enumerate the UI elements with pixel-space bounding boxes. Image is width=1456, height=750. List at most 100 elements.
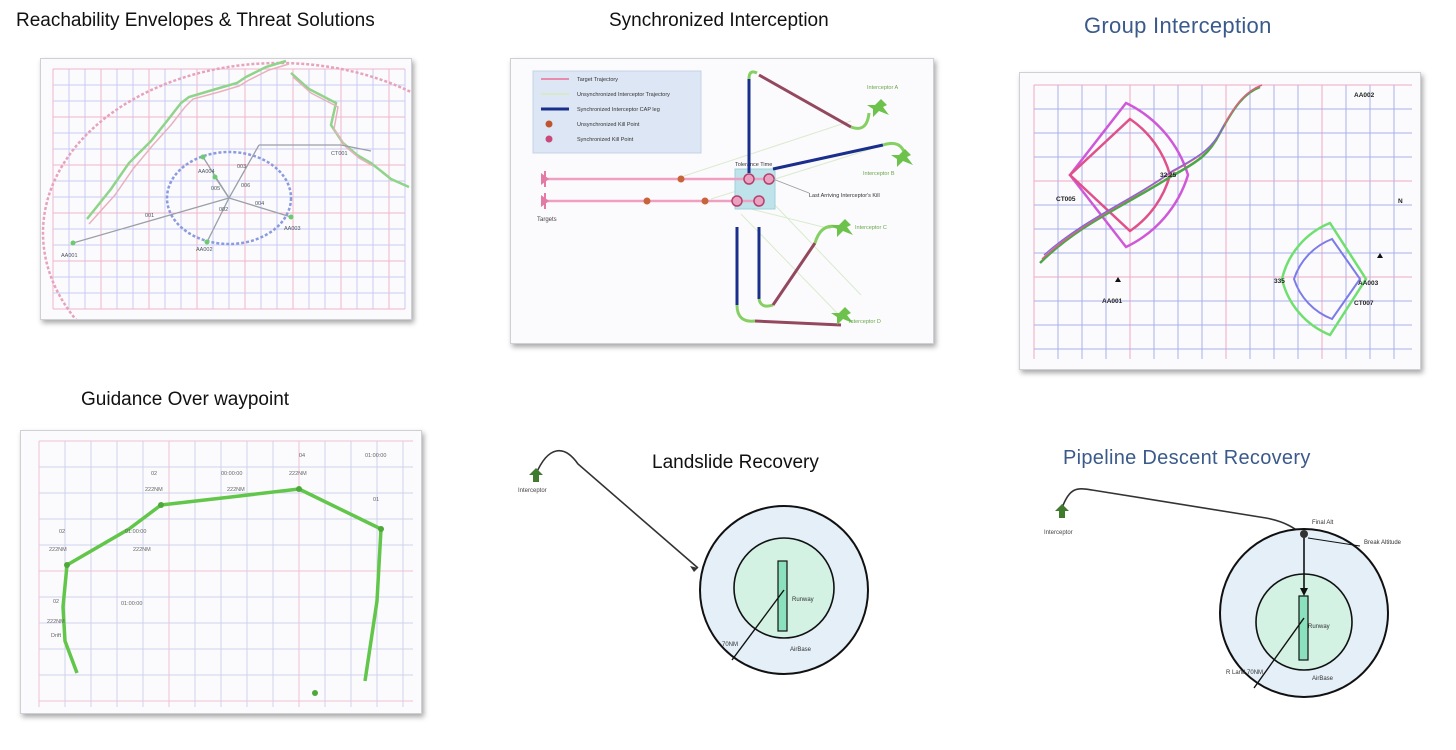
pipeline-interceptor-icon bbox=[1055, 504, 1069, 518]
group-label-aa002: AA002 bbox=[1354, 92, 1375, 99]
reach-panel: AA001 AA002 CT001 AA003 AA004 003 001 00… bbox=[40, 58, 412, 320]
landslide-arrow bbox=[690, 566, 698, 572]
group-grid bbox=[1033, 84, 1412, 359]
sync-legend bbox=[532, 70, 702, 154]
interceptor-c-label: Interceptor C bbox=[855, 225, 887, 231]
reach-label: 006 bbox=[241, 183, 250, 189]
waypoint-label: 222NM bbox=[133, 547, 151, 553]
pipeline-runway-label: Runway bbox=[1308, 624, 1330, 630]
runway bbox=[777, 560, 788, 632]
group-label-335: 335 bbox=[1274, 278, 1285, 285]
group-track-2 bbox=[1041, 84, 1263, 260]
group-label-ct007: CT007 bbox=[1354, 300, 1374, 307]
reach-points bbox=[70, 154, 294, 246]
legend-swatch bbox=[545, 135, 553, 143]
reach-label: AA001 bbox=[61, 253, 78, 259]
unsync-kill-points bbox=[643, 175, 709, 205]
reach-grid bbox=[52, 68, 406, 310]
guidance-title: Guidance Over waypoint bbox=[81, 389, 290, 410]
reach-label: AA002 bbox=[196, 247, 213, 253]
landslide-title: Landslide Recovery bbox=[652, 452, 819, 473]
reach-label: AA003 bbox=[284, 226, 301, 232]
reach-label: 002 bbox=[219, 207, 228, 213]
reach-label: 005 bbox=[211, 186, 220, 192]
pipeline-radius-label: R Land 70NM bbox=[1226, 670, 1263, 676]
pipeline-radius-line bbox=[1253, 617, 1305, 689]
group-label-aa003: AA003 bbox=[1358, 280, 1379, 287]
break-alt-pointer bbox=[1307, 537, 1361, 547]
waypoint-label: 222NM bbox=[227, 487, 245, 493]
pipeline-airbase-label: AirBase bbox=[1312, 676, 1334, 682]
landslide-diagram: Interceptor Runway 70NM AirBase bbox=[508, 440, 888, 740]
reach-label: 001 bbox=[145, 213, 154, 219]
runway-label: Runway bbox=[792, 597, 814, 603]
tolerance-label: Tolerance Time bbox=[735, 162, 772, 168]
reach-title: Reachability Envelopes & Threat Solution… bbox=[16, 10, 375, 31]
group-label-ct005: CT005 bbox=[1056, 196, 1076, 203]
envelope-ct007-inner bbox=[1292, 237, 1362, 321]
reach-label: 004 bbox=[255, 201, 264, 207]
interceptor-paths bbox=[735, 70, 907, 327]
last-arriving-pointer bbox=[772, 178, 810, 194]
guidance-diagram: 02 222NM 01:00:00 02 222NM 222NM 222NM 0… bbox=[38, 440, 413, 707]
group-panel: AA002 CT005 32.25 AA001 335 AA003 CT007 … bbox=[1019, 72, 1421, 370]
group-label-aa001: AA001 bbox=[1102, 298, 1123, 305]
pipeline-title: Pipeline Descent Recovery bbox=[1063, 447, 1311, 469]
waypoint-markers bbox=[64, 486, 384, 696]
radius-label: 70NM bbox=[722, 642, 738, 648]
break-alt-label: Break Altitude bbox=[1364, 540, 1402, 546]
waypoint-label: 01:00:00 bbox=[365, 453, 386, 459]
waypoint-label: 01:00:00 bbox=[121, 601, 142, 607]
interceptor-b-label: Interceptor B bbox=[863, 171, 895, 177]
reach-label: AA004 bbox=[198, 169, 215, 175]
group-label-center: 32.25 bbox=[1160, 172, 1177, 179]
waypoint-label: 222NM bbox=[47, 619, 65, 625]
inner-reach-envelope bbox=[165, 150, 293, 246]
last-arriving-label: Last Arriving Interceptor's Kill bbox=[809, 193, 880, 199]
envelope-ct007-outer bbox=[1280, 221, 1368, 337]
envelope-ct005-inner bbox=[1068, 117, 1172, 233]
interceptor-icons bbox=[831, 99, 913, 325]
waypoint-label: 01 bbox=[373, 497, 379, 503]
group-label-edge: N bbox=[1398, 198, 1403, 205]
sync-title: Synchronized Interception bbox=[609, 10, 829, 31]
radius-line bbox=[731, 589, 785, 661]
interceptor-icon bbox=[529, 468, 543, 482]
waypoint-label: Drift bbox=[51, 633, 62, 639]
legend-label: Synchronized Kill Point bbox=[577, 137, 634, 143]
pipeline-runway bbox=[1298, 595, 1309, 661]
targets-label: Targets bbox=[537, 217, 557, 223]
waypoint-label: 01:00:00 bbox=[125, 529, 146, 535]
threat-track-4 bbox=[292, 76, 374, 167]
sync-kill-points bbox=[731, 173, 775, 207]
guidance-grid bbox=[38, 440, 413, 707]
threat-track-1 bbox=[86, 59, 287, 220]
guidance-panel: 02 222NM 01:00:00 02 222NM 222NM 222NM 0… bbox=[20, 430, 422, 714]
legend-label: Unsynchronized Kill Point bbox=[577, 122, 640, 128]
reach-label: CT001 bbox=[331, 151, 348, 157]
envelope-ct005-outer bbox=[1068, 101, 1190, 249]
waypoint-label: 02 bbox=[53, 599, 59, 605]
waypoint-label: 222NM bbox=[49, 547, 67, 553]
pipeline-path bbox=[1061, 488, 1303, 535]
legend-label: Target Trajectory bbox=[577, 77, 618, 83]
interceptor-d-label: Interceptor D bbox=[849, 319, 881, 325]
final-alt-label: Final Alt bbox=[1312, 520, 1334, 526]
waypoint-label: 02 bbox=[59, 529, 65, 535]
legend-swatch bbox=[545, 120, 553, 128]
landslide-svg: Interceptor Runway 70NM AirBase bbox=[518, 449, 869, 675]
group-markers bbox=[1115, 253, 1383, 282]
pipeline-interceptor-label: Interceptor bbox=[1044, 530, 1073, 536]
legend-label: Synchronized Interceptor CAP leg bbox=[577, 107, 660, 113]
group-diagram: AA002 CT005 32.25 AA001 335 AA003 CT007 … bbox=[1033, 84, 1412, 359]
group-track-1 bbox=[1039, 85, 1261, 264]
group-track-3 bbox=[1043, 124, 1225, 256]
waypoint-label: 00:00:00 bbox=[221, 471, 242, 477]
unsync-trajectories bbox=[680, 120, 872, 318]
reach-diagram: AA001 AA002 CT001 AA003 AA004 003 001 00… bbox=[41, 59, 411, 319]
legend-label: Unsynchronized Interceptor Trajectory bbox=[577, 92, 670, 98]
landslide-path bbox=[535, 449, 699, 569]
